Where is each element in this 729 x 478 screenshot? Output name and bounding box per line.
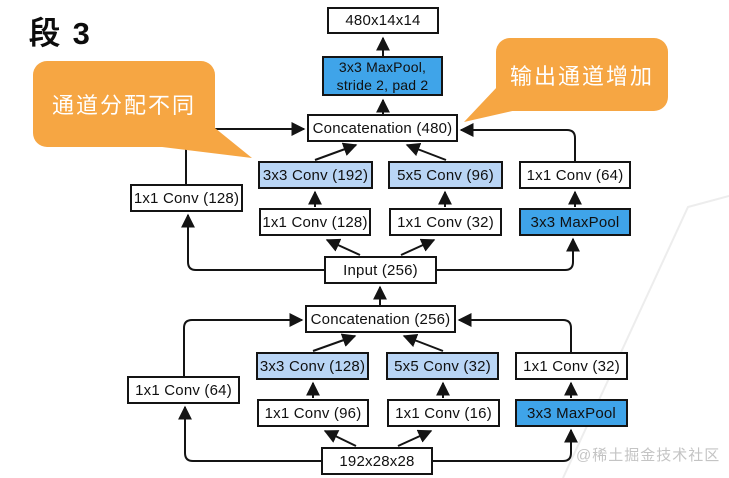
callout-right: 输出通道增加 [496, 38, 668, 111]
node-lower-reduce3: 1x1 Conv (96) [257, 399, 369, 427]
node-lower-input-dims: 192x28x28 [321, 447, 433, 475]
node-upper-reduce5: 1x1 Conv (32) [389, 208, 502, 236]
node-lower-conv3: 3x3 Conv (128) [256, 352, 369, 380]
node-lower-maxpool: 3x3 MaxPool [515, 399, 628, 427]
page-title: 段 3 [29, 16, 92, 51]
callout-right-text: 输出通道增加 [509, 63, 654, 89]
maxpool-stride-line1: 3x3 MaxPool, [338, 58, 427, 75]
node-output-dims: 480x14x14 [327, 7, 439, 34]
node-upper-conv5: 5x5 Conv (96) [388, 161, 503, 189]
node-upper-conv3: 3x3 Conv (192) [258, 161, 373, 189]
node-lower-conv1-right: 1x1 Conv (32) [515, 352, 628, 380]
node-upper-reduce3: 1x1 Conv (128) [259, 208, 371, 236]
node-lower-reduce5: 1x1 Conv (16) [387, 399, 500, 427]
maxpool-stride-line2: stride 2, pad 2 [336, 77, 429, 93]
node-upper-conv1-right: 1x1 Conv (64) [519, 161, 631, 189]
node-maxpool-stride: 3x3 MaxPool, stride 2, pad 2 [322, 56, 443, 96]
node-upper-input: Input (256) [324, 256, 437, 284]
callout-left: 通道分配不同 [33, 61, 215, 147]
watermark-text: @稀土掘金技术社区 [576, 447, 721, 464]
node-lower-concat: Concatenation (256) [305, 305, 456, 333]
callout-left-text: 通道分配不同 [51, 93, 196, 118]
node-lower-branch-conv1-left: 1x1 Conv (64) [127, 376, 240, 404]
node-upper-maxpool: 3x3 MaxPool [519, 208, 631, 236]
node-lower-conv5: 5x5 Conv (32) [386, 352, 499, 380]
node-upper-branch-conv1-left: 1x1 Conv (128) [130, 184, 243, 212]
node-upper-concat: Concatenation (480) [307, 114, 458, 142]
